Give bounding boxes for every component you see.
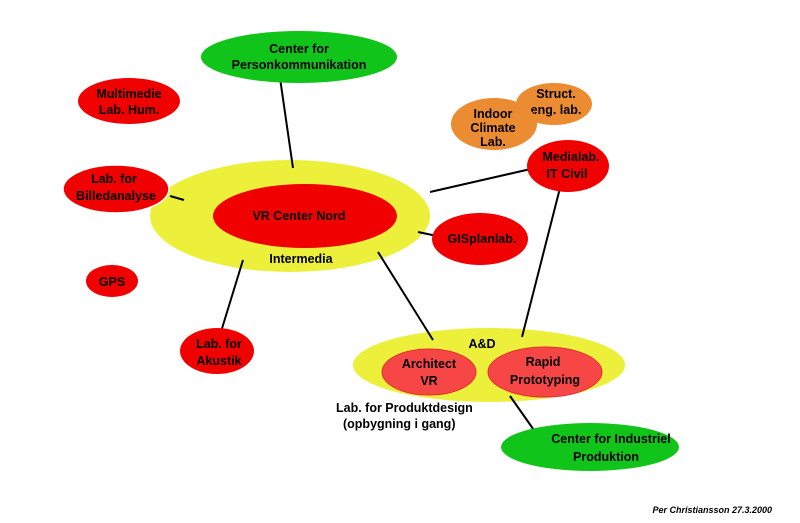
node-label: VR (420, 374, 437, 388)
node-multimedie[interactable]: Multimedie Lab. Hum. (78, 78, 180, 124)
node-industriel-produktion[interactable]: Center for Industriel Produktion (501, 423, 679, 471)
node-label: Lab. for (196, 337, 242, 351)
node-label: Struct. (536, 87, 576, 101)
node-label: Center for (269, 42, 329, 56)
node-label: Climate (470, 121, 515, 135)
node-label: eng. lab. (531, 103, 582, 117)
node-label: GPS (99, 275, 125, 289)
node-struct-eng-lab[interactable]: Struct. eng. lab. (516, 83, 592, 125)
node-label: Indoor (474, 107, 513, 121)
node-personkommunikation[interactable]: Center for Personkommunikation (201, 31, 397, 83)
node-label: Multimedie (96, 87, 161, 101)
edge-personkommunikation-intermedia (279, 77, 294, 169)
node-label: GISplanlab. (448, 232, 517, 246)
ad-label: A&D (468, 337, 495, 351)
node-billedanalyse[interactable]: Lab. for Billedanalyse (62, 164, 170, 214)
node-label: Personkommunikation (232, 58, 367, 72)
edge-billedanalyse-intermedia (169, 195, 185, 201)
node-label: Lab. Hum. (99, 103, 159, 117)
produktdesign-caption-line2: (opbygning i gang) (343, 417, 455, 431)
node-gps[interactable]: GPS (86, 265, 138, 297)
node-label: Center for Industriel (551, 432, 670, 446)
node-label: Billedanalyse (76, 189, 156, 203)
node-label: IT Civil (547, 167, 588, 181)
node-label: Architect (402, 357, 457, 371)
node-architect-vr[interactable]: Architect VR (381, 348, 477, 396)
author-signature: Per Christiansson 27.3.2000 (652, 505, 772, 515)
edge-intermedia-medialab (429, 167, 536, 193)
edge-medialab-ad (521, 187, 561, 338)
node-rapid-prototyping[interactable]: Rapid Prototyping (487, 346, 603, 398)
node-label: Lab. (480, 135, 506, 149)
edge-rapid-industriel (509, 395, 537, 434)
intermedia-label: Intermedia (269, 252, 333, 266)
edge-intermedia-akustik (219, 259, 244, 336)
node-label: Medialab. (543, 150, 600, 164)
node-label: Rapid (526, 355, 561, 369)
node-akustik[interactable]: Lab. for Akustik (180, 328, 254, 374)
node-label: VR Center Nord (252, 209, 345, 223)
node-label: Akustik (196, 354, 241, 368)
node-indoor-climate-lab[interactable]: Indoor Climate Lab. (451, 98, 537, 150)
node-label: Prototyping (510, 373, 580, 387)
node-label: Lab. for (91, 172, 137, 186)
edge-intermedia-ad (377, 251, 434, 341)
node-medialab-it-civil[interactable]: Medialab. IT Civil (527, 140, 609, 192)
node-gisplanlab[interactable]: GISplanlab. (432, 213, 528, 265)
node-vr-center-nord[interactable]: VR Center Nord (213, 184, 397, 248)
produktdesign-caption-line1: Lab. for Produktdesign (336, 401, 473, 415)
node-label: Produktion (573, 450, 639, 464)
